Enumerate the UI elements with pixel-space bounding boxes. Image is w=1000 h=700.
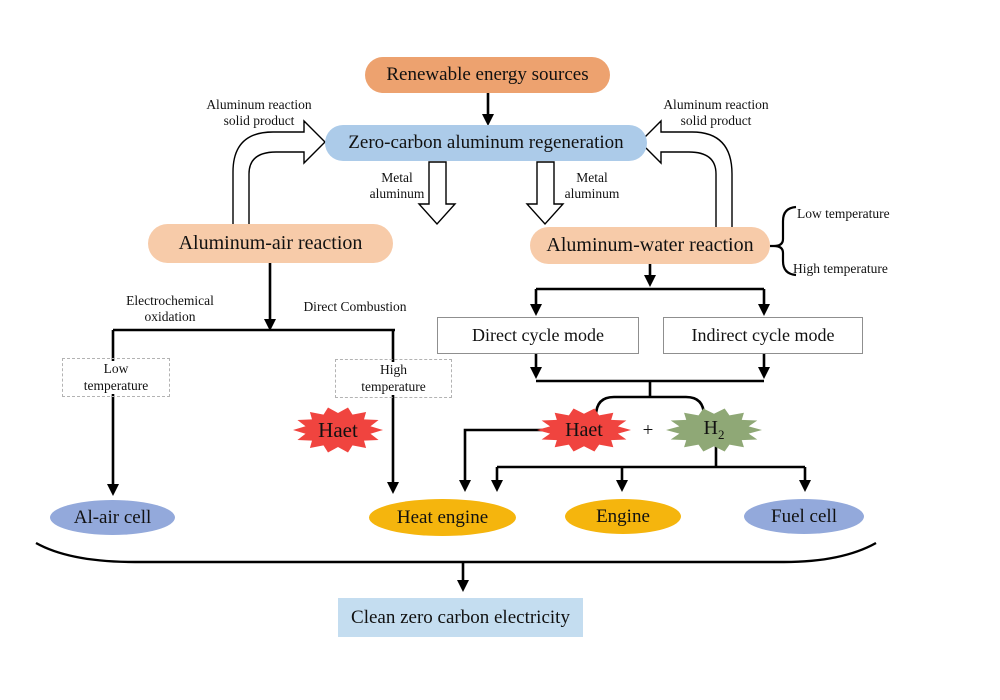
split-to-heat-and-h2 [594, 395, 706, 417]
label-electrochemical-oxidation: Electrochemical oxidation [126, 293, 214, 325]
node-al-air-cell-label: Al-air cell [73, 506, 152, 528]
node-heat-engine: Heat engine [369, 499, 516, 536]
node-indirect-cycle-mode: Indirect cycle mode [663, 317, 863, 354]
hollow-arrow-air-solid-product [232, 119, 326, 227]
node-renewable-energy: Renewable energy sources [365, 57, 610, 93]
line-heat-to-heat-engine [463, 428, 560, 482]
label-brace-high-temperature: High temperature [793, 261, 888, 276]
label-direct-combustion: Direct Combustion [303, 299, 407, 314]
starburst-heat-right-label: Haet [565, 418, 603, 441]
node-direct-cycle-mode-label: Direct cycle mode [472, 325, 604, 346]
node-fuel-cell-label: Fuel cell [771, 505, 837, 527]
arrowheads [107, 114, 811, 592]
label-solid-product-right: Aluminum reaction solid product [663, 97, 769, 129]
node-aluminum-air-reaction: Aluminum-air reaction [148, 224, 393, 263]
temperature-brace [770, 205, 797, 277]
node-fuel-cell: Fuel cell [744, 499, 864, 534]
node-heat-engine-label: Heat engine [396, 506, 489, 528]
node-aluminum-water-reaction-label: Aluminum-water reaction [546, 234, 754, 256]
hollow-arrow-water-solid-product [639, 119, 733, 230]
node-aluminum-water-reaction: Aluminum-water reaction [530, 227, 770, 264]
hollow-arrow-metal-aluminum-left [417, 161, 457, 226]
node-aluminum-regeneration: Zero-carbon aluminum regeneration [325, 125, 647, 161]
starburst-hydrogen-label: H2 [703, 417, 725, 442]
label-solid-product-left: Aluminum reaction solid product [206, 97, 312, 129]
dashed-box-high-temperature: High temperature [335, 359, 452, 398]
dashed-box-low-temperature: Low temperature [62, 358, 170, 397]
node-clean-electricity-label: Clean zero carbon electricity [351, 606, 570, 628]
plus-sign: + [642, 420, 654, 442]
hollow-arrow-metal-aluminum-right [525, 161, 565, 226]
collector-curve [35, 541, 877, 564]
node-direct-cycle-mode: Direct cycle mode [437, 317, 639, 354]
node-al-air-cell: Al-air cell [50, 500, 175, 535]
node-aluminum-regeneration-label: Zero-carbon aluminum regeneration [348, 132, 624, 154]
node-aluminum-air-reaction-label: Aluminum-air reaction [178, 232, 363, 254]
label-metal-aluminum-left: Metal aluminum [369, 170, 425, 202]
node-renewable-energy-label: Renewable energy sources [386, 64, 589, 86]
node-indirect-cycle-mode-label: Indirect cycle mode [691, 325, 835, 346]
starburst-heat-left-label: Haet [318, 417, 358, 442]
node-clean-electricity: Clean zero carbon electricity [338, 598, 583, 637]
node-engine: Engine [565, 499, 681, 534]
label-brace-low-temperature: Low temperature [797, 206, 890, 221]
node-engine-label: Engine [596, 505, 650, 527]
label-metal-aluminum-right: Metal aluminum [564, 170, 620, 202]
